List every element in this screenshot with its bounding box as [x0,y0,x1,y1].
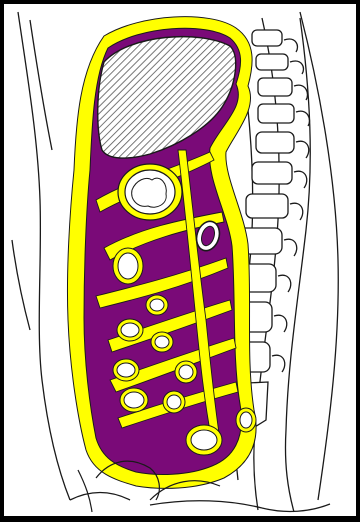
bowel-loop [163,391,185,413]
bowel-loop [146,295,168,315]
bowel-loop [117,319,143,341]
bowel-loop [151,332,173,352]
bladder [186,425,222,455]
bowel-loop [175,361,197,383]
stomach [118,164,182,220]
bowel-loop [236,408,256,432]
bowel-loop [113,359,139,381]
bowel-loop [113,248,143,284]
bowel-loop [120,388,148,412]
